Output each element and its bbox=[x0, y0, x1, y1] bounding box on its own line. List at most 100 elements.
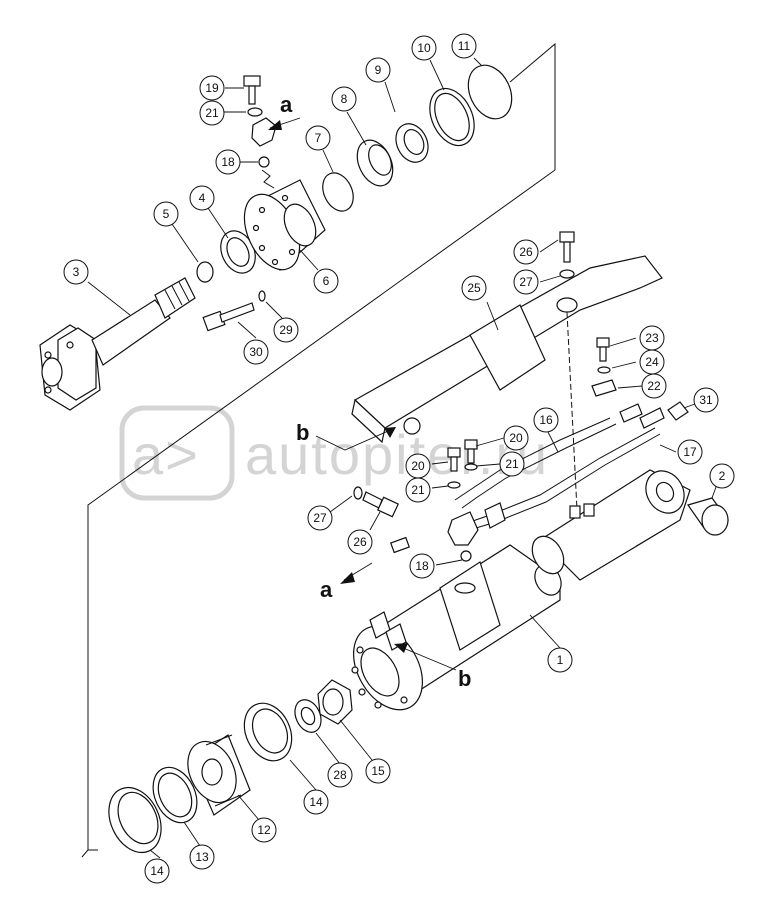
callout-10: 10 bbox=[411, 35, 437, 61]
callout-27-low: 27 bbox=[307, 505, 333, 531]
callout-21-right-label: 21 bbox=[505, 457, 519, 471]
callout-18-mid-label: 18 bbox=[415, 559, 429, 573]
part-30-bolt bbox=[202, 302, 255, 332]
callout-20-right: 20 bbox=[503, 425, 529, 451]
marker-a-bottom: a bbox=[320, 577, 333, 602]
part-12-piston bbox=[187, 734, 251, 816]
callout-15: 15 bbox=[365, 758, 391, 784]
callout-27-top-label: 27 bbox=[519, 275, 533, 289]
callout-14-upper: 14 bbox=[303, 789, 329, 815]
callout-22: 22 bbox=[641, 373, 667, 399]
callout-24-label: 24 bbox=[645, 355, 659, 369]
callout-10-label: 10 bbox=[417, 41, 431, 55]
callout-18-top-label: 18 bbox=[221, 155, 235, 169]
part-fitting-17 bbox=[639, 407, 665, 429]
callout-19-label: 19 bbox=[205, 81, 219, 95]
callout-9: 9 bbox=[365, 57, 391, 83]
callout-30-label: 30 bbox=[249, 345, 263, 359]
callout-21-left-label: 21 bbox=[411, 483, 425, 497]
callout-27-low-label: 27 bbox=[313, 511, 327, 525]
part-26-bolt-top bbox=[559, 231, 575, 263]
callout-4-label: 4 bbox=[199, 191, 206, 205]
callout-20-right-label: 20 bbox=[509, 431, 523, 445]
part-27-washer-top bbox=[559, 269, 575, 279]
part-7-ring bbox=[322, 172, 354, 212]
watermark-text: autopiter.ru bbox=[245, 423, 549, 486]
leader-lines bbox=[87, 57, 721, 859]
callout-17-label: 17 bbox=[683, 445, 697, 459]
part-28-washer bbox=[294, 699, 322, 733]
part-20-bolt-a bbox=[464, 439, 478, 464]
part-18-ball-top bbox=[258, 156, 270, 168]
part-boss bbox=[556, 297, 578, 313]
part-clamp-2 bbox=[484, 502, 506, 529]
callout-25-label: 25 bbox=[467, 281, 481, 295]
callout-21-top-label: 21 bbox=[205, 106, 219, 120]
callout-11-label: 11 bbox=[458, 39, 471, 53]
part-26-bolt-low bbox=[362, 491, 400, 518]
part-18-ball-mid bbox=[460, 550, 472, 562]
callout-23-label: 23 bbox=[645, 331, 659, 345]
callout-6: 6 bbox=[313, 268, 339, 294]
callout-15-label: 15 bbox=[371, 764, 385, 778]
callout-18-mid: 18 bbox=[409, 553, 435, 579]
part-1-rod-end bbox=[531, 469, 691, 581]
callout-8-label: 8 bbox=[341, 92, 348, 106]
callout-21-top: 21 bbox=[199, 100, 225, 126]
frame-lines bbox=[81, 42, 556, 858]
part-15-nut bbox=[317, 679, 353, 725]
part-11-oring bbox=[467, 64, 513, 120]
part-fitting-16 bbox=[619, 403, 643, 423]
part-14-ring-upper bbox=[243, 702, 293, 762]
part-20-bolt-b bbox=[447, 447, 461, 472]
callout-28-label: 28 bbox=[333, 768, 347, 782]
part-19-bolt bbox=[243, 75, 261, 105]
callout-9-label: 9 bbox=[375, 63, 382, 77]
callout-27-top: 27 bbox=[513, 269, 539, 295]
callout-18-top: 18 bbox=[215, 149, 241, 175]
callout-3-label: 3 bbox=[73, 265, 80, 279]
callout-29: 29 bbox=[273, 317, 299, 343]
part-2-bushing bbox=[687, 497, 729, 536]
part-16-hose bbox=[454, 417, 617, 509]
part-8-bearing bbox=[356, 139, 394, 187]
callout-11: 11 bbox=[451, 33, 477, 59]
callout-12-label: 12 bbox=[257, 823, 271, 837]
callout-1-label: 1 bbox=[557, 653, 564, 667]
callout-13-label: 13 bbox=[195, 850, 209, 864]
part-clamp bbox=[447, 511, 479, 546]
callout-20-left-label: 20 bbox=[411, 459, 425, 473]
callout-22-label: 22 bbox=[647, 379, 661, 393]
callout-20-left: 20 bbox=[405, 453, 431, 479]
callout-5: 5 bbox=[153, 201, 179, 227]
part-9-bushing bbox=[395, 123, 429, 163]
callout-26-low-label: 26 bbox=[353, 535, 367, 549]
marker-b-right: b bbox=[458, 666, 471, 691]
callout-8: 8 bbox=[331, 86, 357, 112]
marker-arrows bbox=[268, 117, 457, 671]
callout-4: 4 bbox=[189, 185, 215, 211]
callout-26-top: 26 bbox=[513, 239, 539, 265]
callout-17: 17 bbox=[677, 439, 703, 465]
part-small-pin bbox=[390, 536, 410, 554]
callout-14-lower-label: 14 bbox=[150, 864, 164, 878]
part-23-bolt bbox=[596, 337, 610, 362]
part-10-seal bbox=[429, 87, 475, 147]
callout-25: 25 bbox=[461, 275, 487, 301]
part-29-washer bbox=[258, 290, 266, 302]
callout-31-label: 31 bbox=[699, 393, 713, 407]
callout-14-lower: 14 bbox=[144, 858, 170, 884]
part-21-washer-a bbox=[464, 463, 478, 471]
callout-3: 3 bbox=[63, 259, 89, 285]
callout-24: 24 bbox=[639, 349, 665, 375]
part-24-washer bbox=[597, 366, 611, 374]
part-25-arm bbox=[351, 255, 663, 444]
callout-21-left: 21 bbox=[405, 477, 431, 503]
callout-2: 2 bbox=[709, 463, 735, 489]
part-5-ball bbox=[196, 261, 214, 283]
marker-b-left: b bbox=[296, 420, 309, 445]
callout-7-label: 7 bbox=[315, 131, 322, 145]
part-6-housing bbox=[243, 179, 326, 271]
